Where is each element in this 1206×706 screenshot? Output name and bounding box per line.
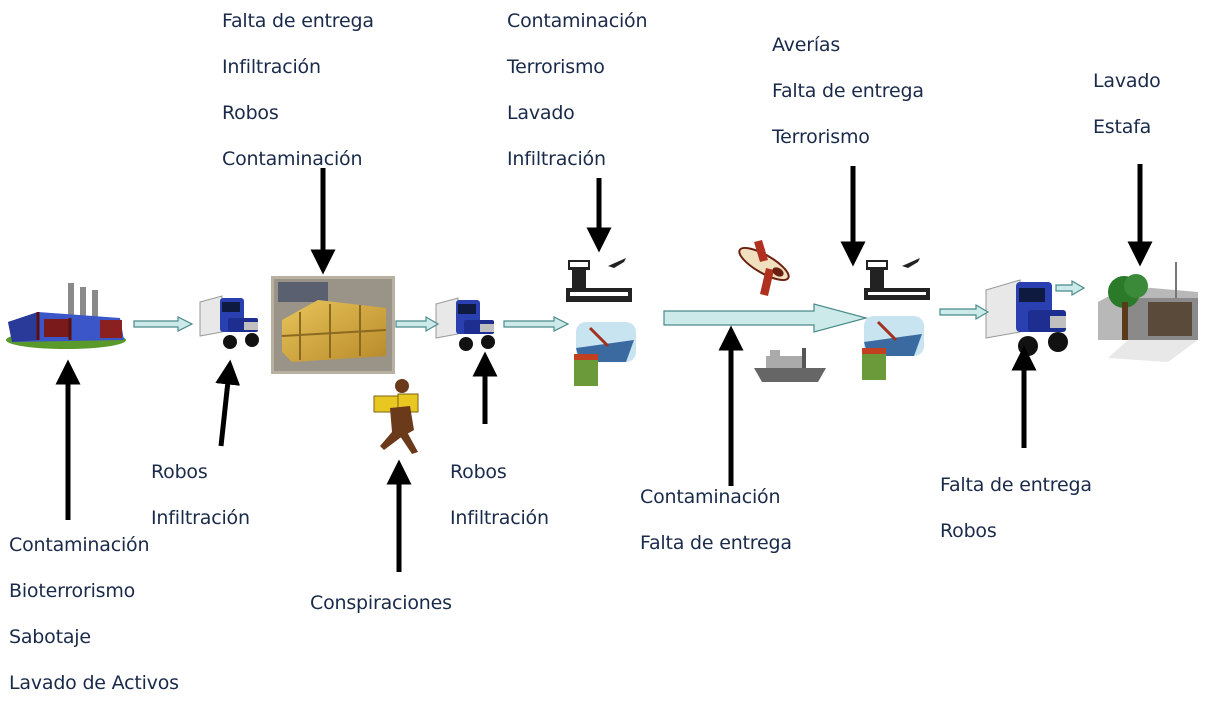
risk-label: Terrorismo <box>507 56 605 78</box>
risk-label: Conspiraciones <box>310 592 452 614</box>
ship-icon <box>754 348 826 382</box>
airport-icon <box>864 258 930 300</box>
risk-label: Infiltración <box>507 148 606 170</box>
destination-risks: Lavado Estafa <box>1093 58 1161 150</box>
risk-label: Contaminación <box>640 486 781 508</box>
factory-risks: Contaminación Bioterrorismo Sabotaje Lav… <box>9 522 179 706</box>
risk-label: Lavado de Activos <box>9 672 179 694</box>
risk-label: Infiltración <box>222 56 321 78</box>
truck3-risks: Falta de entrega Robos <box>940 462 1092 554</box>
warehouse-photo <box>271 276 395 374</box>
risk-label: Estafa <box>1093 116 1152 138</box>
factory-icon <box>6 283 126 349</box>
office-building-icon <box>1098 262 1198 362</box>
risk-label: Lavado <box>1093 70 1161 92</box>
risk-label: Contaminación <box>507 10 648 32</box>
warehouse-risks: Falta de entrega Infiltración Robos Cont… <box>222 0 374 182</box>
risk-label: Falta de entrega <box>640 532 792 554</box>
flow-arrow-long <box>663 303 869 333</box>
risk-label: Lavado <box>507 102 575 124</box>
flow-arrow <box>133 316 194 332</box>
risk-arrow <box>215 359 241 447</box>
truck-icon <box>435 297 495 351</box>
risk-label: Falta de entrega <box>222 10 374 32</box>
risk-label: Robos <box>222 102 279 124</box>
transit-risks: Contaminación Falta de entrega <box>640 474 792 566</box>
origin-port-risks: Contaminación Terrorismo Lavado Infiltra… <box>507 0 647 182</box>
airport-icon <box>566 258 632 302</box>
risk-label: Sabotaje <box>9 626 91 648</box>
port-icon <box>862 316 924 380</box>
warehouse-worker-risks: Conspiraciones <box>310 580 452 626</box>
risk-label: Infiltración <box>450 507 549 529</box>
risk-label: Terrorismo <box>772 126 870 148</box>
risk-label: Averías <box>772 34 841 56</box>
risk-label: Robos <box>940 520 997 542</box>
flow-arrow <box>939 303 990 321</box>
risk-label: Robos <box>450 461 507 483</box>
risk-label: Robos <box>151 461 208 483</box>
truck-icon <box>199 295 259 349</box>
worker-carrying-box-icon <box>373 379 419 454</box>
risk-label: Infiltración <box>151 507 250 529</box>
truck2-risks: Robos Infiltración <box>450 449 549 541</box>
risk-label: Contaminación <box>9 534 150 556</box>
airplane-icon <box>738 240 790 296</box>
risk-label: Falta de entrega <box>772 80 924 102</box>
truck1-risks: Robos Infiltración <box>151 449 250 541</box>
destination-port-risks: Averías Falta de entrega Terrorismo <box>772 22 924 160</box>
flow-arrow <box>503 316 570 332</box>
port-icon <box>574 322 636 386</box>
flow-arrow <box>395 315 440 333</box>
risk-label: Bioterrorismo <box>9 580 136 602</box>
risk-label: Falta de entrega <box>940 474 1092 496</box>
risk-label: Contaminación <box>222 148 363 170</box>
flow-arrow <box>1055 279 1086 297</box>
